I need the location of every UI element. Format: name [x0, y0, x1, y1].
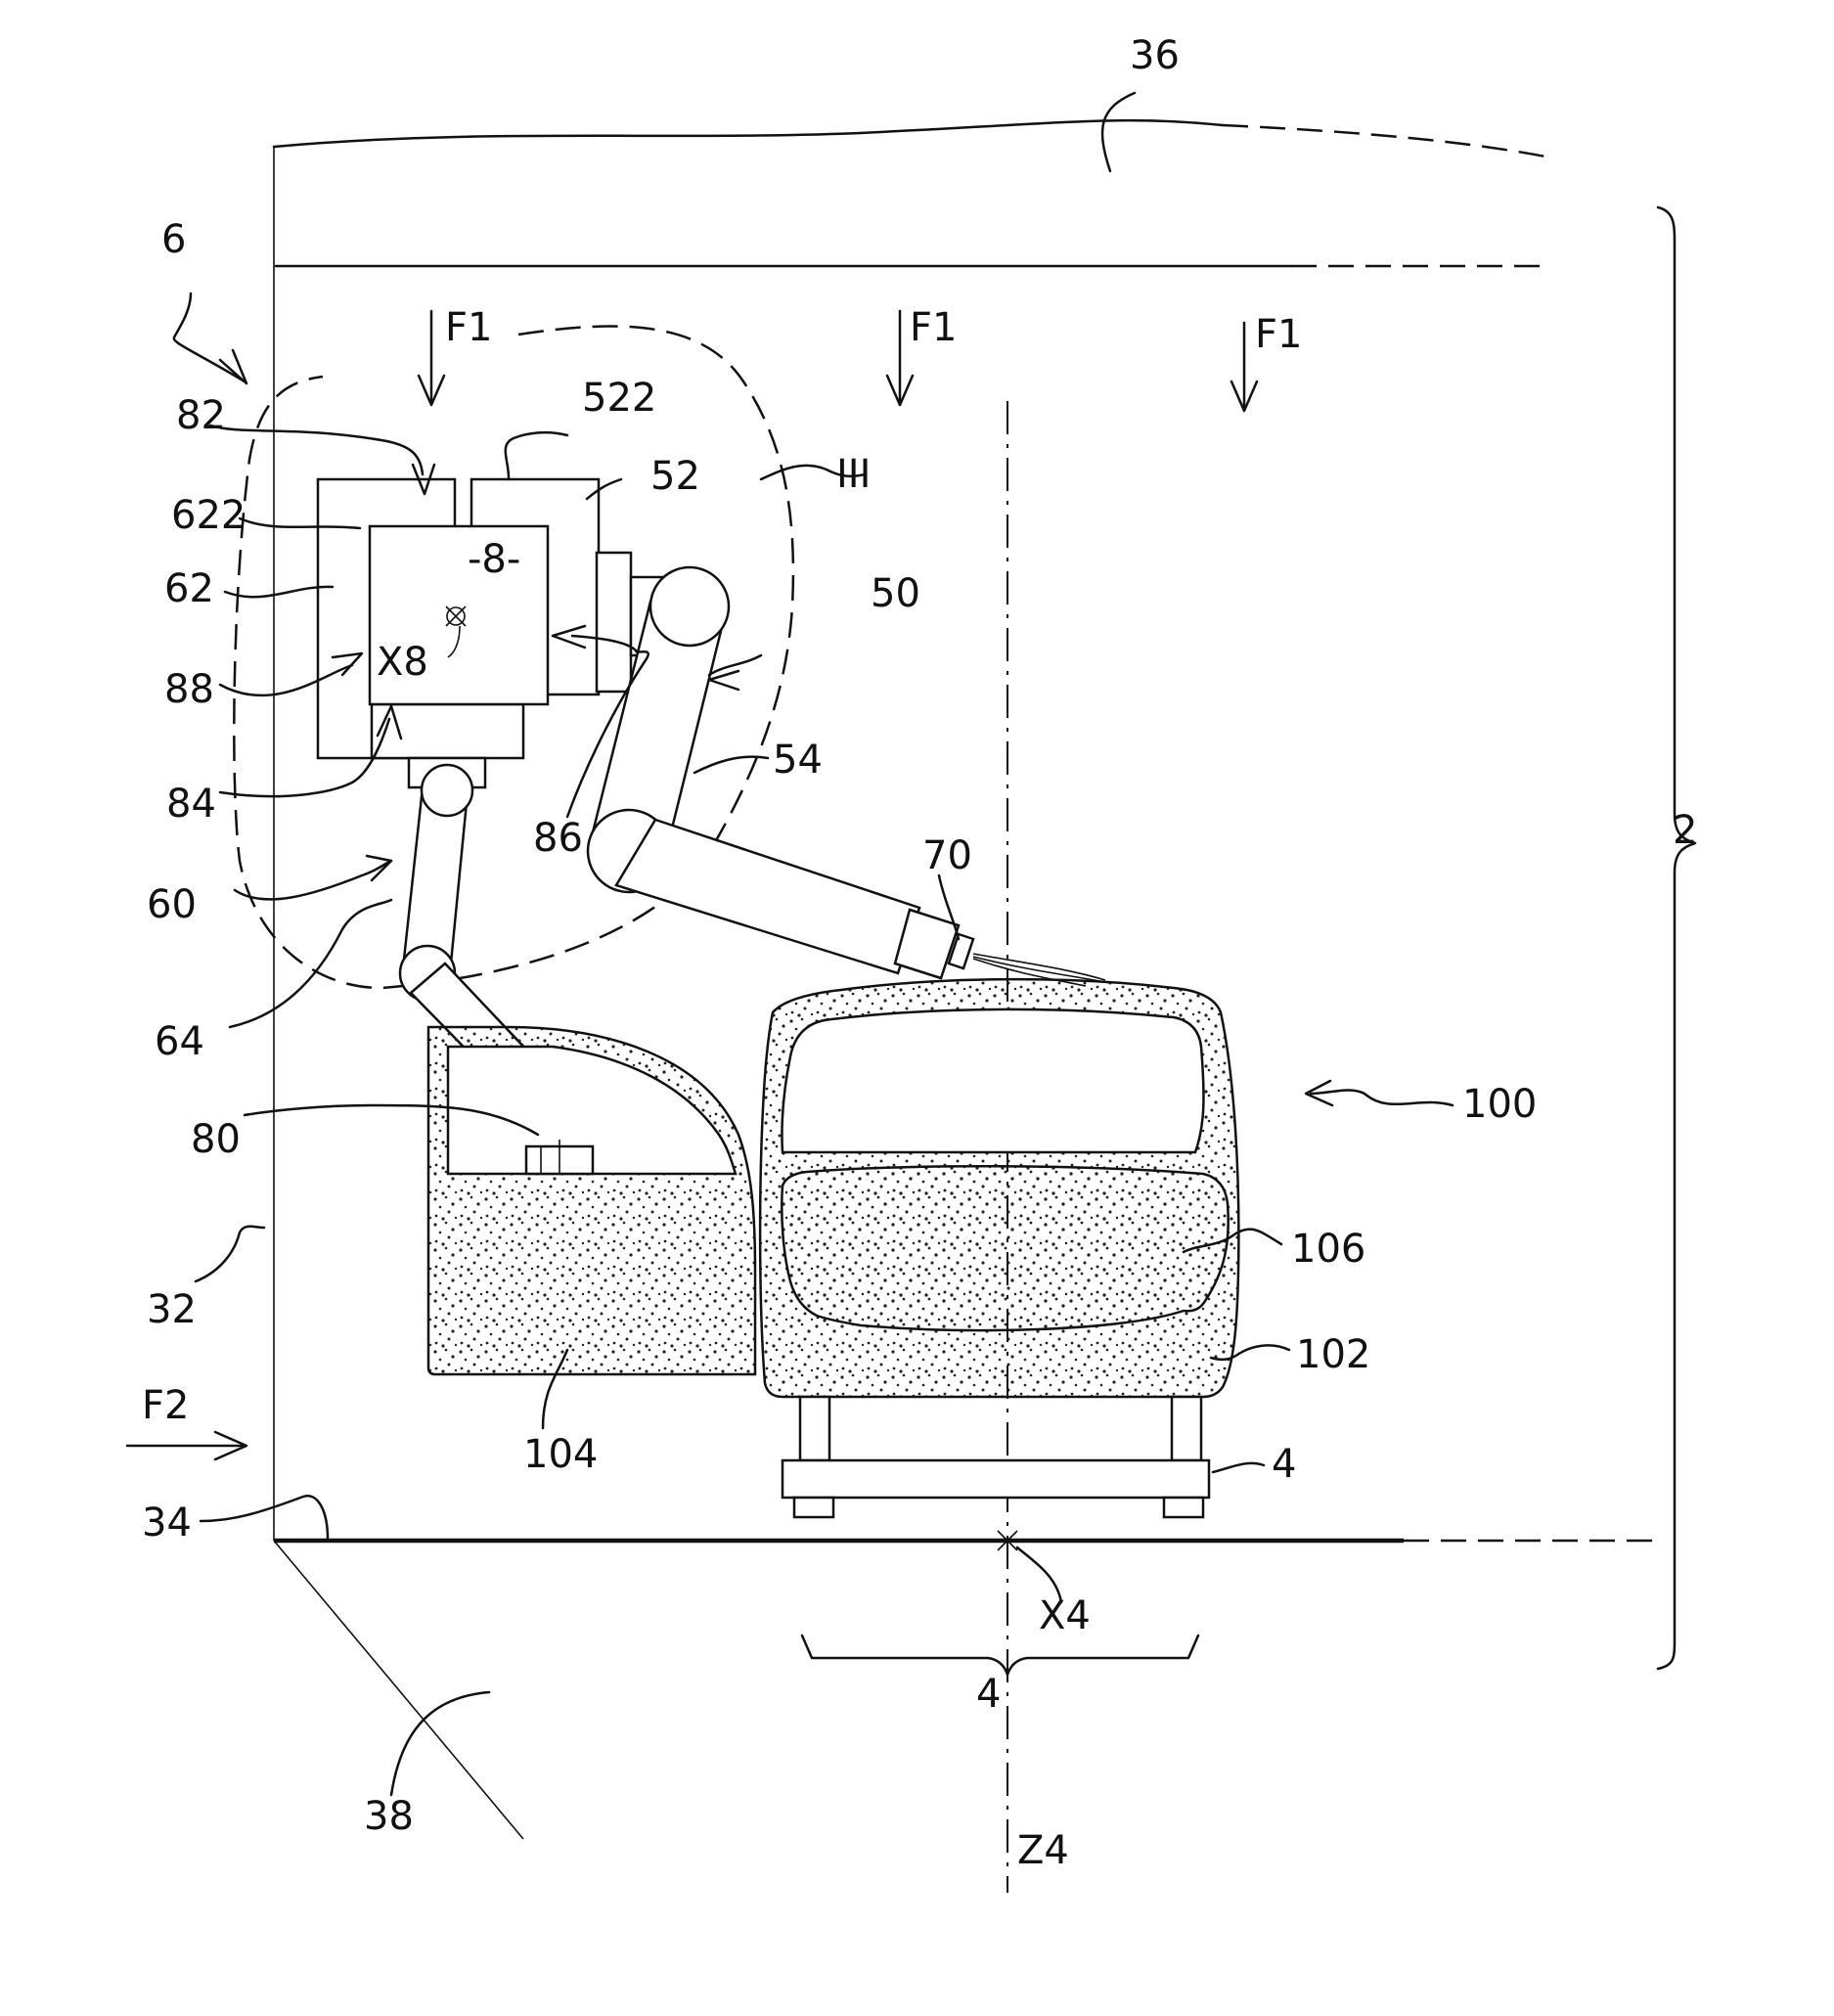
label-f2: F2	[142, 1383, 189, 1428]
label-88: 88	[164, 667, 214, 712]
label-z4: Z4	[1017, 1828, 1069, 1873]
floor-34	[201, 1496, 1653, 1839]
label-52: 52	[650, 454, 700, 499]
vehicle-body-100	[760, 979, 1238, 1397]
label-38: 38	[364, 1794, 414, 1839]
conveyor-4	[783, 1397, 1209, 1517]
label-6: 6	[161, 217, 186, 262]
f1-arrows	[419, 311, 1257, 411]
label-522: 522	[582, 376, 656, 421]
label-III: III	[836, 452, 871, 497]
label-104: 104	[523, 1432, 598, 1477]
label-622: 622	[171, 493, 246, 538]
label-f1-2: F1	[910, 305, 957, 350]
label-100: 100	[1462, 1082, 1537, 1127]
label-f1-1: F1	[445, 305, 492, 350]
label-82: 82	[176, 393, 226, 438]
label-54: 54	[773, 738, 823, 783]
label-x4: X4	[1039, 1593, 1091, 1638]
label-60: 60	[147, 882, 197, 927]
robot-arm-50	[588, 567, 1110, 986]
brace-2	[1658, 207, 1695, 1669]
label-f1-3: F1	[1255, 312, 1302, 357]
label-36: 36	[1130, 33, 1180, 78]
label-4-skid: 4	[1272, 1442, 1296, 1487]
label-106: 106	[1291, 1227, 1365, 1272]
label-8: -8-	[468, 537, 520, 582]
label-50: 50	[871, 571, 920, 616]
label-64: 64	[155, 1019, 204, 1064]
label-x8: X8	[377, 640, 428, 685]
brace-4	[802, 1635, 1198, 1675]
label-86: 86	[533, 816, 583, 861]
label-80: 80	[191, 1117, 241, 1162]
label-62: 62	[164, 566, 214, 611]
label-102: 102	[1296, 1332, 1370, 1377]
leader-6	[174, 293, 245, 381]
label-2: 2	[1673, 808, 1697, 853]
label-70: 70	[922, 833, 972, 878]
label-84: 84	[166, 782, 216, 827]
label-32: 32	[147, 1287, 197, 1332]
vehicle-part-104	[428, 1027, 755, 1374]
label-4-brace: 4	[976, 1672, 1001, 1717]
f2-arrow	[127, 1432, 246, 1459]
arrow-6	[220, 350, 246, 383]
label-34: 34	[142, 1501, 192, 1546]
